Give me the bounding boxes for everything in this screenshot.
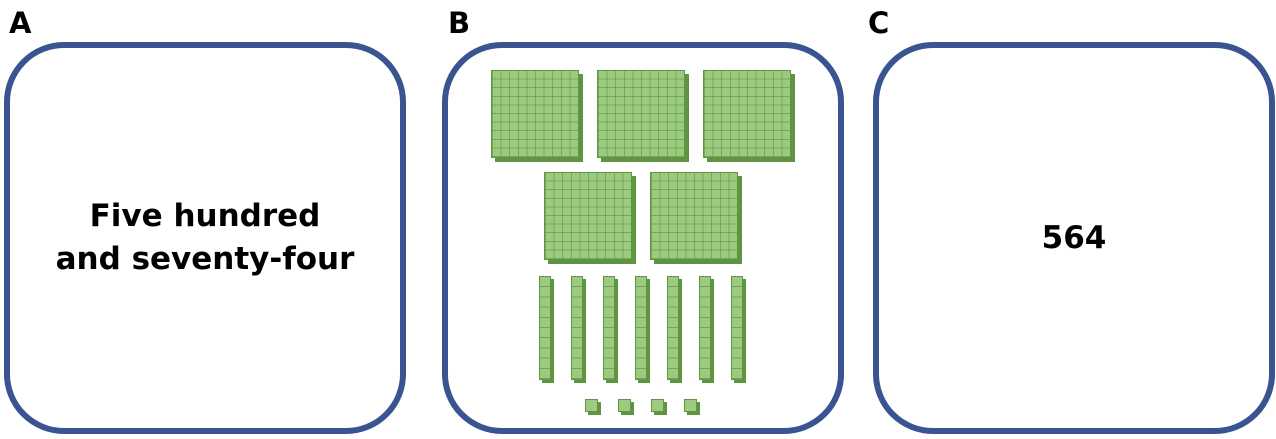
ten-rod [539,276,551,380]
hundred-flat [544,172,632,260]
ten-rod [731,276,743,380]
card-b-letter: B [448,6,471,40]
ten-rod [603,276,615,380]
card-c-number: 564 [1041,219,1107,256]
card-a-line-1: Five hundred [89,198,321,234]
hundred-flat [703,70,791,158]
hundred-flat [491,70,579,158]
one-unit [651,399,664,412]
hundred-flat [650,172,738,260]
card-b [442,42,844,434]
ten-rod [667,276,679,380]
card-a-letter: A [9,6,32,40]
one-unit [618,399,631,412]
base-ten-blocks [448,48,838,428]
ten-rod [699,276,711,380]
one-unit [684,399,697,412]
card-c: 564 [873,42,1275,434]
one-unit [585,399,598,412]
card-a-line-2: and seventy-four [55,241,355,277]
card-a: Five hundred and seventy-four [4,42,406,434]
card-c-text: 564 [879,48,1269,428]
ten-rod [635,276,647,380]
hundred-flat [597,70,685,158]
ten-rod [571,276,583,380]
card-a-text: Five hundred and seventy-four [10,48,400,428]
card-c-letter: C [868,6,890,40]
